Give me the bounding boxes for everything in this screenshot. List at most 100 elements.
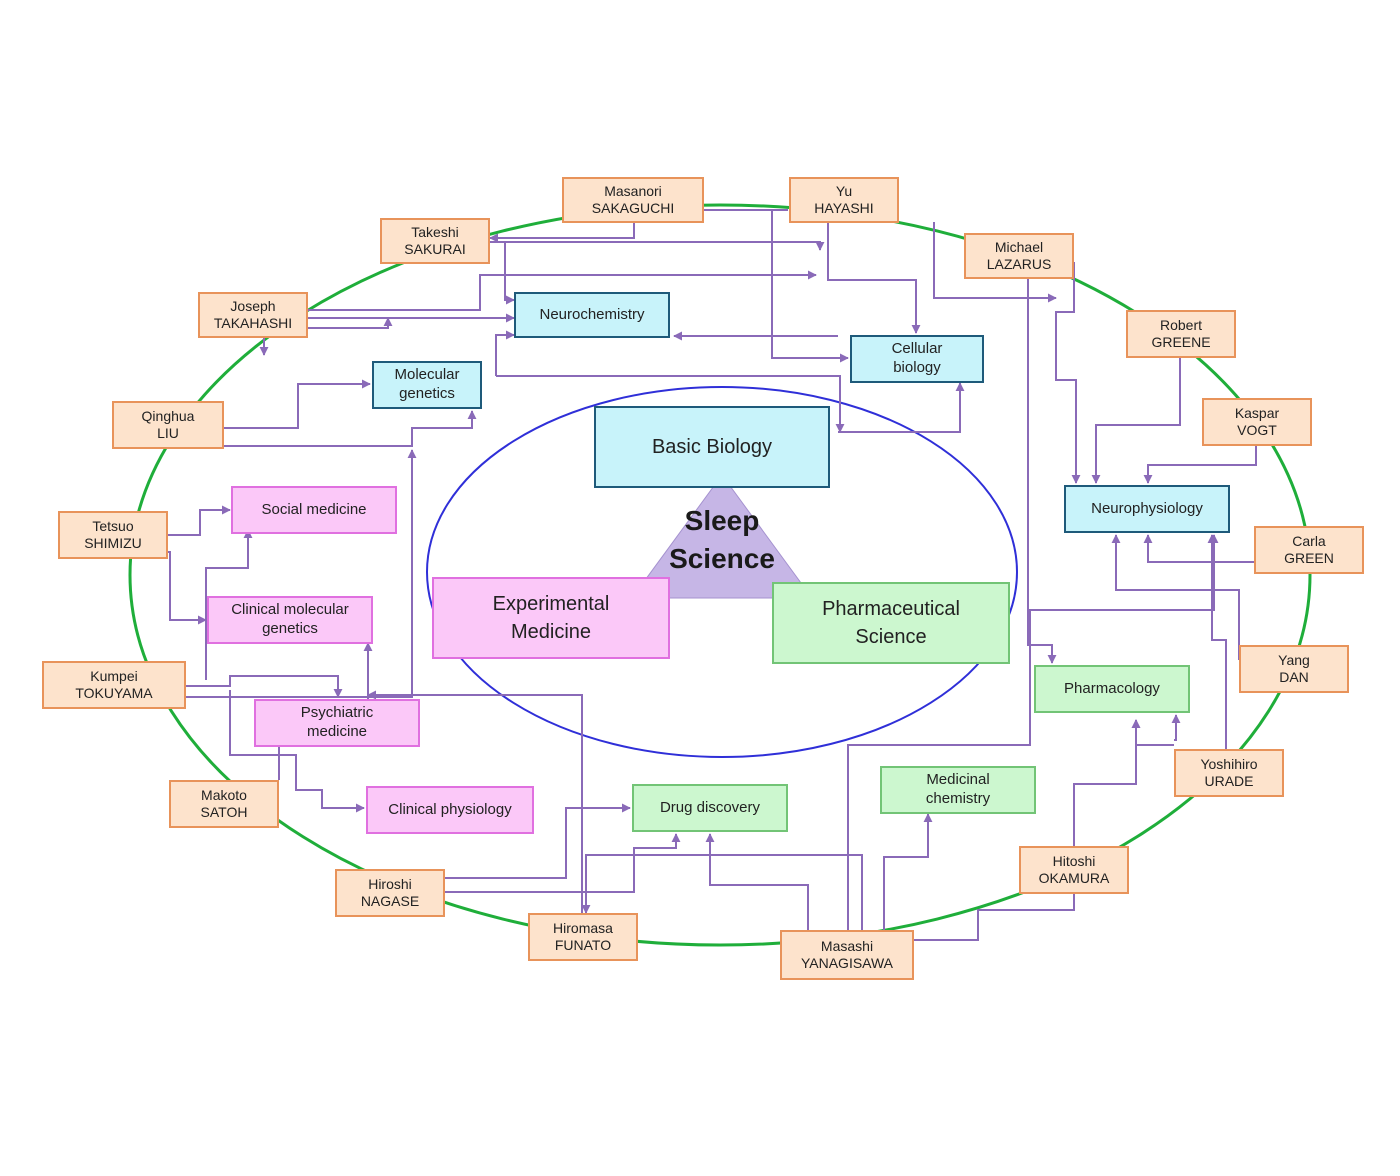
researcher-last-name: GREEN — [1284, 550, 1334, 566]
researcher-dan: Yang DAN — [1239, 645, 1349, 693]
field-social-medicine-label: Social medicine — [261, 500, 367, 518]
researcher-last-name: FUNATO — [554, 937, 612, 953]
researcher-first-name: Yu — [835, 182, 853, 199]
researcher-last-name: HAYASHI — [814, 200, 874, 216]
connector-arrow — [581, 854, 863, 930]
researcher-first-name: Masanori — [604, 182, 662, 199]
researcher-last-name: URADE — [1204, 773, 1254, 789]
field-clinical-molecular-genetics-line1: Clinical molecular — [231, 601, 349, 619]
field-clinical-physiology-label: Clinical physiology — [388, 800, 512, 818]
connector-arrow — [205, 529, 253, 680]
category-basic-biology-label: Basic Biology — [651, 436, 773, 458]
researcher-yanagisawa: Masashi YANAGISAWA — [780, 930, 914, 980]
researcher-last-name: VOGT — [1237, 422, 1277, 438]
connector-arrow — [1131, 719, 1174, 746]
field-clinical-physiology: Clinical physiology — [366, 786, 534, 834]
connector-arrow — [1111, 534, 1240, 660]
field-clinical-molecular-genetics-line2: genetics — [262, 620, 318, 637]
field-psychiatric-medicine-line2: medicine — [306, 723, 368, 740]
researcher-last-name: TAKAHASHI — [213, 315, 293, 331]
connector-arrow — [224, 410, 477, 447]
category-pharmaceutical-science-line1: Pharmaceutical — [822, 598, 960, 620]
researcher-first-name: Takeshi — [411, 223, 459, 240]
researcher-green: Carla GREEN — [1254, 526, 1364, 574]
researcher-last-name: YANAGISAWA — [800, 955, 894, 971]
connector-arrow — [838, 382, 965, 433]
connector-arrow — [883, 813, 933, 930]
connector-arrow — [1143, 534, 1254, 563]
connector-arrow — [1055, 262, 1081, 484]
field-pharmacology: Pharmacology — [1034, 665, 1190, 713]
field-cellular-biology: Cellular biology — [850, 335, 984, 383]
field-psychiatric-medicine-line1: Psychiatric — [300, 704, 374, 722]
researcher-urade: Yoshihiro URADE — [1174, 749, 1284, 797]
researcher-first-name: Qinghua — [141, 407, 195, 424]
connector-arrow — [186, 675, 343, 698]
field-drug-discovery-label: Drug discovery — [659, 798, 761, 816]
field-neurochemistry: Neurochemistry — [514, 292, 670, 338]
researcher-shimizu: Tetsuo SHIMIZU — [58, 511, 168, 559]
connector-arrow — [308, 317, 393, 329]
connector-arrow — [224, 379, 371, 429]
researcher-last-name: TOKUYAMA — [75, 685, 153, 701]
field-pharmacology-label: Pharmacology — [1064, 679, 1160, 697]
researcher-first-name: Kumpei — [90, 667, 138, 684]
connector-arrow — [914, 719, 1141, 941]
connector-lines — [168, 209, 1257, 941]
field-cellular-biology-line1: Cellular — [891, 340, 943, 358]
field-medicinal-chemistry: Medicinal chemistry — [880, 766, 1036, 814]
connector-arrow — [1027, 276, 1057, 664]
center-title-line2: Science — [669, 542, 775, 574]
field-cellular-biology-line2: biology — [893, 359, 941, 376]
researcher-first-name: Makoto — [201, 786, 247, 803]
connector-arrow — [1207, 534, 1227, 749]
researcher-nagase: Hiroshi NAGASE — [335, 869, 445, 917]
inner-ring — [426, 386, 1018, 758]
connector-arrow — [495, 330, 515, 376]
researcher-last-name: LIU — [157, 425, 179, 441]
center-title-line1: Sleep — [684, 505, 760, 536]
researcher-funato: Hiromasa FUNATO — [528, 913, 638, 961]
category-experimental-medicine: Experimental Medicine — [432, 577, 670, 659]
category-pharmaceutical-science: Pharmaceutical Science — [772, 582, 1010, 664]
connector-arrow — [1091, 358, 1181, 484]
researcher-satoh: Makoto SATOH — [169, 780, 279, 828]
connector-arrow — [445, 833, 681, 893]
researcher-first-name: Carla — [1292, 532, 1326, 549]
connector-arrow — [827, 222, 921, 334]
category-basic-biology: Basic Biology — [594, 406, 830, 488]
researcher-first-name: Kaspar — [1234, 404, 1280, 421]
researcher-last-name: LAZARUS — [986, 256, 1052, 272]
connector-arrow — [490, 241, 825, 251]
field-neurochemistry-label: Neurochemistry — [539, 305, 645, 323]
field-medicinal-chemistry-line1: Medicinal — [926, 771, 990, 789]
connector-arrow — [489, 222, 635, 243]
researcher-okamura: Hitoshi OKAMURA — [1019, 846, 1129, 894]
connector-arrow — [445, 803, 631, 879]
researcher-first-name: Robert — [1159, 316, 1203, 333]
researcher-first-name: Joseph — [230, 297, 276, 314]
field-medicinal-chemistry-line2: chemistry — [925, 790, 991, 807]
connector-arrow — [933, 222, 1057, 303]
connector-arrow — [308, 270, 817, 311]
connector-arrow — [847, 534, 1219, 930]
researcher-sakaguchi: Masanori SAKAGUCHI — [562, 177, 704, 223]
field-neurophysiology-label: Neurophysiology — [1091, 499, 1203, 517]
connector-arrow — [1171, 714, 1181, 741]
field-molecular-genetics-line1: Molecular — [394, 366, 460, 384]
connector-arrow — [496, 375, 845, 433]
researcher-last-name: DAN — [1279, 669, 1309, 685]
researcher-first-name: Hiroshi — [368, 875, 412, 892]
field-social-medicine: Social medicine — [231, 486, 397, 534]
field-psychiatric-medicine: Psychiatric medicine — [254, 699, 420, 747]
field-drug-discovery: Drug discovery — [632, 784, 788, 832]
researcher-first-name: Tetsuo — [92, 517, 134, 534]
center-triangle — [631, 474, 813, 599]
connector-arrow — [168, 505, 231, 536]
researcher-first-name: Hitoshi — [1052, 852, 1096, 869]
researcher-lazarus: Michael LAZARUS — [964, 233, 1074, 279]
connector-arrow — [367, 690, 583, 913]
researcher-first-name: Yang — [1278, 651, 1310, 668]
researcher-last-name: NAGASE — [360, 893, 420, 909]
researcher-hayashi: Yu HAYASHI — [789, 177, 899, 223]
